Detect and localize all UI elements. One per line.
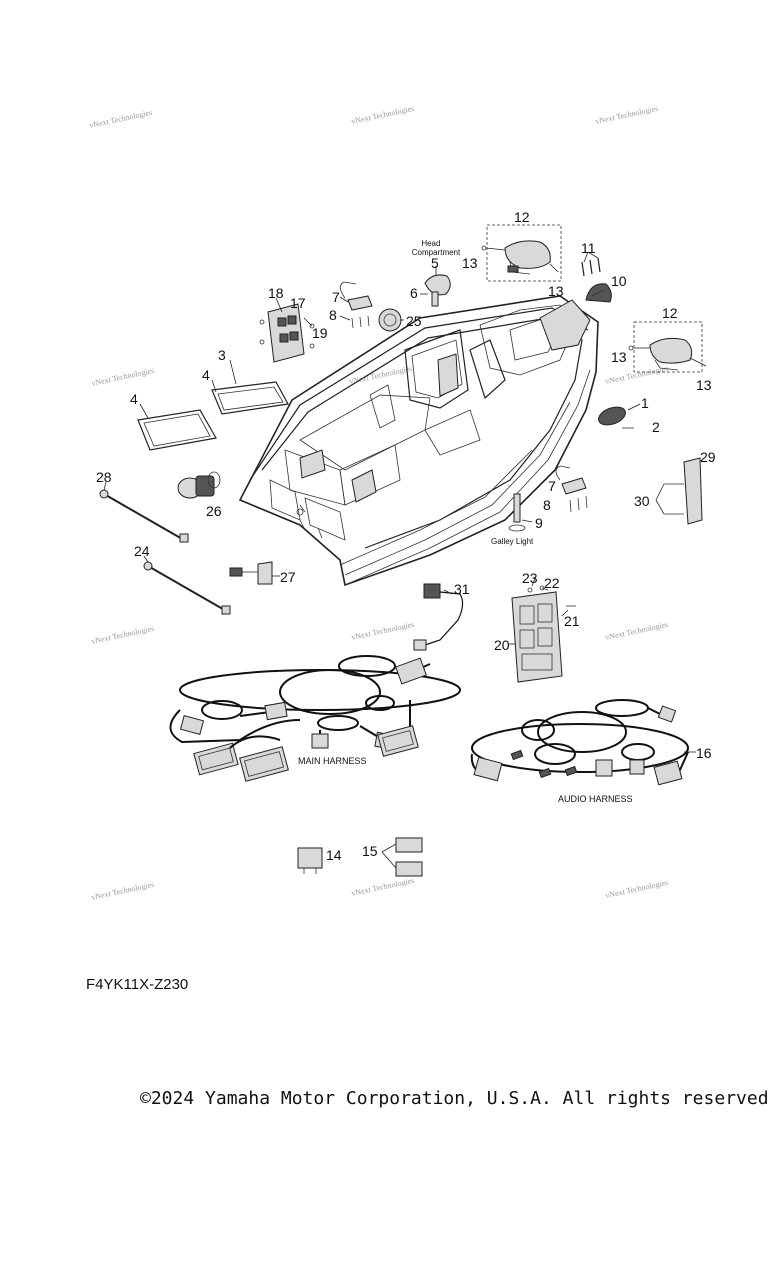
callout-10: 10 xyxy=(611,273,627,289)
light-7-top xyxy=(339,281,373,329)
sensor-27 xyxy=(229,561,280,585)
copyright-notice: ©2024 Yamaha Motor Corporation, U.S.A. A… xyxy=(140,1088,768,1109)
galley-light-9 xyxy=(508,493,533,532)
callout-13: 13 xyxy=(548,283,564,299)
callout-27: 27 xyxy=(280,569,296,585)
callout-28: 28 xyxy=(96,469,112,485)
callout-8: 8 xyxy=(329,307,337,323)
callout-9: 9 xyxy=(535,515,543,531)
panel-29 xyxy=(655,457,703,525)
audio-connector xyxy=(473,705,683,786)
callout-4: 4 xyxy=(130,391,138,407)
main-harness xyxy=(169,655,461,782)
watermark: vNext Technologies xyxy=(89,108,153,130)
callout-7: 7 xyxy=(332,289,340,305)
watermark: vNext Technologies xyxy=(605,620,669,642)
callout-3: 3 xyxy=(218,347,226,363)
callout-19: 19 xyxy=(312,325,328,341)
mat-4 xyxy=(137,379,217,451)
module-20 xyxy=(508,591,563,683)
callout-17: 17 xyxy=(290,295,306,311)
callout-25: 25 xyxy=(406,313,422,329)
audio-harness-label: AUDIO HARNESS xyxy=(558,794,633,804)
svg-text:vNext Technologies: vNext Technologies xyxy=(605,620,669,642)
svg-text:vNext Technologies: vNext Technologies xyxy=(89,108,153,130)
callout-7: 7 xyxy=(548,478,556,494)
watermark: vNext Technologies xyxy=(605,878,669,900)
connectors-15 xyxy=(381,837,423,877)
svg-text:vNext Technologies: vNext Technologies xyxy=(91,624,155,646)
callout-30: 30 xyxy=(634,493,650,509)
callout-29: 29 xyxy=(700,449,716,465)
callout-leaders xyxy=(103,293,569,617)
vent-1 xyxy=(598,403,641,429)
svg-text:vNext Technologies: vNext Technologies xyxy=(91,880,155,902)
callout-16: 16 xyxy=(696,745,712,761)
callout-31: 31 xyxy=(454,581,470,597)
callout-24: 24 xyxy=(134,543,150,559)
cable-28 xyxy=(99,489,189,543)
boat-hull xyxy=(238,295,599,587)
svg-text:vNext Technologies: vNext Technologies xyxy=(595,104,659,126)
callout-22: 22 xyxy=(544,575,560,591)
watermark: vNext Technologies xyxy=(351,620,415,642)
callout-13: 13 xyxy=(696,377,712,393)
callout-13: 13 xyxy=(611,349,627,365)
cable-24 xyxy=(143,561,231,615)
mat-3 xyxy=(211,359,289,415)
svg-text:vNext Technologies: vNext Technologies xyxy=(351,620,415,642)
audio-harness xyxy=(470,699,696,786)
head-compartment-light xyxy=(424,266,451,307)
callout-26: 26 xyxy=(206,503,222,519)
callout-2: 2 xyxy=(652,419,660,435)
watermarks: vNext Technologies vNext Technologies vN… xyxy=(89,104,669,902)
svg-text:vNext Technologies: vNext Technologies xyxy=(351,876,415,898)
callouts: 1 2 3 4 4 5 6 7 7 8 8 9 10 11 12 12 13 1… xyxy=(96,209,716,863)
callout-5: 5 xyxy=(431,255,439,271)
watermark: vNext Technologies xyxy=(351,104,415,126)
callout-11: 11 xyxy=(581,240,596,256)
watermark: vNext Technologies xyxy=(91,366,155,388)
callout-13: 13 xyxy=(462,255,478,271)
watermark: vNext Technologies xyxy=(351,876,415,898)
big-connector xyxy=(193,725,419,782)
callout-1: 1 xyxy=(641,395,649,411)
callout-23: 23 xyxy=(522,570,538,586)
diagram-code: F4YK11X-Z230 xyxy=(86,976,189,993)
watermark: vNext Technologies xyxy=(595,104,659,126)
screws-11 xyxy=(581,251,601,277)
svg-text:vNext Technologies: vNext Technologies xyxy=(351,104,415,126)
callout-14: 14 xyxy=(326,847,342,863)
callout-15: 15 xyxy=(362,843,378,859)
speaker-25 xyxy=(378,308,402,332)
watermark: vNext Technologies xyxy=(91,880,155,902)
relay-14 xyxy=(297,847,323,874)
callout-12: 12 xyxy=(514,209,530,225)
galley-light-note: Galley Light xyxy=(491,537,534,546)
switch-panel-17 xyxy=(259,303,315,363)
callout-6: 6 xyxy=(410,285,418,301)
callout-8: 8 xyxy=(543,497,551,513)
light-7-lower xyxy=(555,465,588,513)
head-compartment-box xyxy=(481,224,562,282)
callout-18: 18 xyxy=(268,285,284,301)
svg-text:vNext Technologies: vNext Technologies xyxy=(91,366,155,388)
head-compartment-box-right xyxy=(628,321,707,373)
cover-10 xyxy=(585,283,612,303)
watermark: vNext Technologies xyxy=(91,624,155,646)
wire-31 xyxy=(413,583,464,651)
fasteners-21-23 xyxy=(527,585,576,607)
head-compartment-note: Head Compartment xyxy=(412,239,461,257)
callout-21: 21 xyxy=(564,613,580,629)
callout-20: 20 xyxy=(494,637,510,653)
callout-4: 4 xyxy=(202,367,210,383)
main-harness-label: MAIN HARNESS xyxy=(298,756,367,766)
socket-26 xyxy=(177,471,221,499)
svg-text:vNext Technologies: vNext Technologies xyxy=(605,878,669,900)
callout-12: 12 xyxy=(662,305,678,321)
